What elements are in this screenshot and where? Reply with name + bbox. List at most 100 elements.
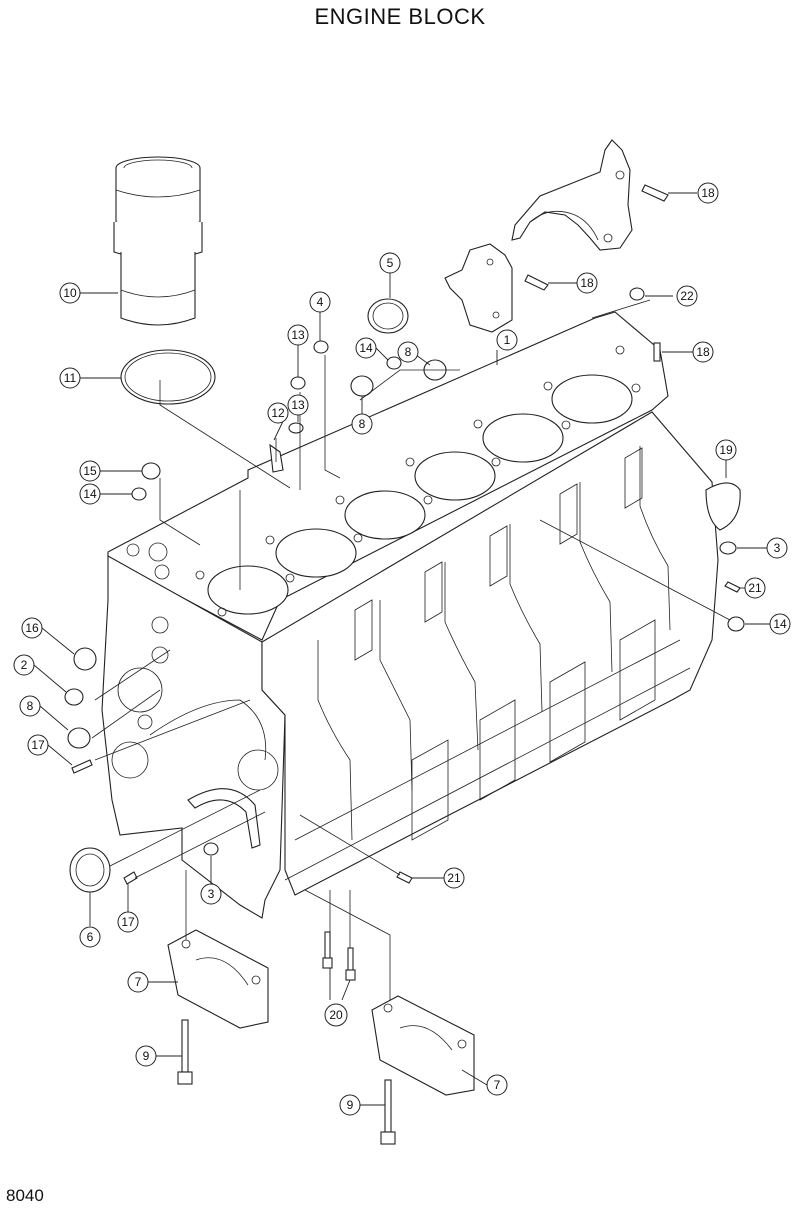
svg-text:9: 9 bbox=[143, 1049, 150, 1063]
plug-8-left bbox=[67, 727, 91, 749]
plug-22 bbox=[629, 287, 645, 301]
oil-jet-12 bbox=[269, 438, 284, 473]
callout-18-top[interactable]: 18 bbox=[697, 182, 719, 204]
svg-text:10: 10 bbox=[63, 286, 77, 300]
callout-10[interactable]: 10 bbox=[59, 282, 81, 304]
callout-3-lower[interactable]: 3 bbox=[200, 883, 222, 905]
svg-text:9: 9 bbox=[347, 1098, 354, 1112]
callout-9-left[interactable]: 9 bbox=[135, 1045, 157, 1067]
diagram-title: ENGINE BLOCK bbox=[314, 4, 486, 29]
svg-text:18: 18 bbox=[701, 186, 715, 200]
plug-16 bbox=[73, 647, 97, 671]
callout-12[interactable]: 12 bbox=[267, 402, 289, 424]
plug-14-left bbox=[131, 487, 147, 501]
svg-text:1: 1 bbox=[504, 333, 511, 347]
svg-text:12: 12 bbox=[271, 406, 285, 420]
callout-11[interactable]: 11 bbox=[59, 367, 81, 389]
callout-3-right[interactable]: 3 bbox=[766, 537, 788, 559]
svg-text:8: 8 bbox=[405, 345, 412, 359]
svg-text:17: 17 bbox=[31, 738, 45, 752]
svg-text:8: 8 bbox=[27, 699, 34, 713]
callout-18-mid[interactable]: 18 bbox=[576, 272, 598, 294]
callout-2[interactable]: 2 bbox=[13, 654, 35, 676]
plug-13-upper bbox=[290, 376, 306, 390]
plug-14-upper bbox=[386, 356, 402, 370]
plug-14-right bbox=[727, 616, 745, 632]
leader-lines bbox=[33, 192, 770, 1106]
callout-17-left[interactable]: 17 bbox=[27, 734, 49, 756]
svg-text:21: 21 bbox=[447, 871, 461, 885]
svg-text:16: 16 bbox=[25, 621, 39, 635]
cylinder-bores bbox=[207, 374, 633, 615]
plug-4 bbox=[313, 340, 329, 354]
svg-text:20: 20 bbox=[329, 1008, 343, 1022]
cover-19 bbox=[705, 482, 741, 531]
callout-18-right[interactable]: 18 bbox=[692, 341, 714, 363]
callout-7-right[interactable]: 7 bbox=[486, 1074, 508, 1096]
plug-2 bbox=[64, 688, 84, 706]
callout-8-mid[interactable]: 8 bbox=[351, 413, 373, 435]
callout-6[interactable]: 6 bbox=[79, 926, 101, 948]
plug-15 bbox=[141, 462, 161, 480]
main-bearing-cap-right bbox=[371, 995, 475, 1096]
callout-1[interactable]: 1 bbox=[496, 329, 518, 351]
svg-text:8: 8 bbox=[359, 417, 366, 431]
svg-text:2: 2 bbox=[21, 658, 28, 672]
svg-text:3: 3 bbox=[774, 541, 781, 555]
svg-text:18: 18 bbox=[580, 276, 594, 290]
deck-holes bbox=[126, 345, 641, 617]
callout-9-right[interactable]: 9 bbox=[339, 1094, 361, 1116]
callout-19[interactable]: 19 bbox=[715, 439, 737, 461]
callout-8-left[interactable]: 8 bbox=[19, 695, 41, 717]
svg-text:13: 13 bbox=[291, 398, 305, 412]
callout-22[interactable]: 22 bbox=[676, 285, 698, 307]
bearing-bolt-right bbox=[380, 1079, 396, 1145]
callout-14-right[interactable]: 14 bbox=[769, 613, 791, 635]
liner-o-ring bbox=[120, 349, 216, 405]
rear-plate-lower bbox=[444, 243, 513, 333]
callout-8-upper[interactable]: 8 bbox=[397, 341, 419, 363]
engine-block bbox=[101, 311, 719, 919]
bolts-20 bbox=[322, 931, 356, 981]
svg-text:7: 7 bbox=[494, 1078, 501, 1092]
svg-text:7: 7 bbox=[135, 975, 142, 989]
svg-text:15: 15 bbox=[83, 464, 97, 478]
bearing-bolt-left bbox=[177, 1019, 193, 1085]
seal-6 bbox=[69, 847, 111, 893]
svg-text:11: 11 bbox=[64, 371, 77, 385]
screw-21-right bbox=[724, 581, 741, 593]
svg-text:6: 6 bbox=[87, 930, 94, 944]
svg-text:14: 14 bbox=[83, 487, 97, 501]
svg-text:18: 18 bbox=[696, 345, 710, 359]
callout-7-left[interactable]: 7 bbox=[127, 971, 149, 993]
callout-13-lower[interactable]: 13 bbox=[287, 394, 309, 416]
front-face-openings bbox=[111, 616, 279, 791]
svg-text:3: 3 bbox=[208, 887, 215, 901]
svg-text:4: 4 bbox=[317, 295, 324, 309]
callout-14-upper[interactable]: 14 bbox=[355, 337, 377, 359]
svg-text:5: 5 bbox=[387, 256, 394, 270]
plug-3-lower bbox=[203, 842, 219, 856]
svg-text:17: 17 bbox=[121, 915, 135, 929]
callout-5[interactable]: 5 bbox=[379, 252, 401, 274]
cam-bearing-half bbox=[187, 788, 261, 849]
callout-21-right[interactable]: 21 bbox=[744, 577, 766, 599]
callout-14-left[interactable]: 14 bbox=[79, 483, 101, 505]
dowel-18-top bbox=[641, 184, 669, 202]
svg-text:22: 22 bbox=[680, 289, 694, 303]
cylinder-liner bbox=[113, 156, 203, 326]
screw-21-lower bbox=[396, 871, 413, 884]
dowel-17-lower bbox=[123, 871, 138, 885]
callout-13-upper[interactable]: 13 bbox=[287, 324, 309, 346]
rear-plate-upper bbox=[511, 139, 633, 251]
callout-16[interactable]: 16 bbox=[21, 617, 43, 639]
callout-17-lower[interactable]: 17 bbox=[117, 911, 139, 933]
callout-21-lower[interactable]: 21 bbox=[443, 867, 465, 889]
svg-text:14: 14 bbox=[773, 617, 787, 631]
dowel-18-mid bbox=[524, 274, 549, 291]
callout-4[interactable]: 4 bbox=[309, 291, 331, 313]
core-plug-5 bbox=[367, 298, 409, 334]
callout-20[interactable]: 20 bbox=[324, 1003, 348, 1027]
callout-15[interactable]: 15 bbox=[79, 460, 101, 482]
